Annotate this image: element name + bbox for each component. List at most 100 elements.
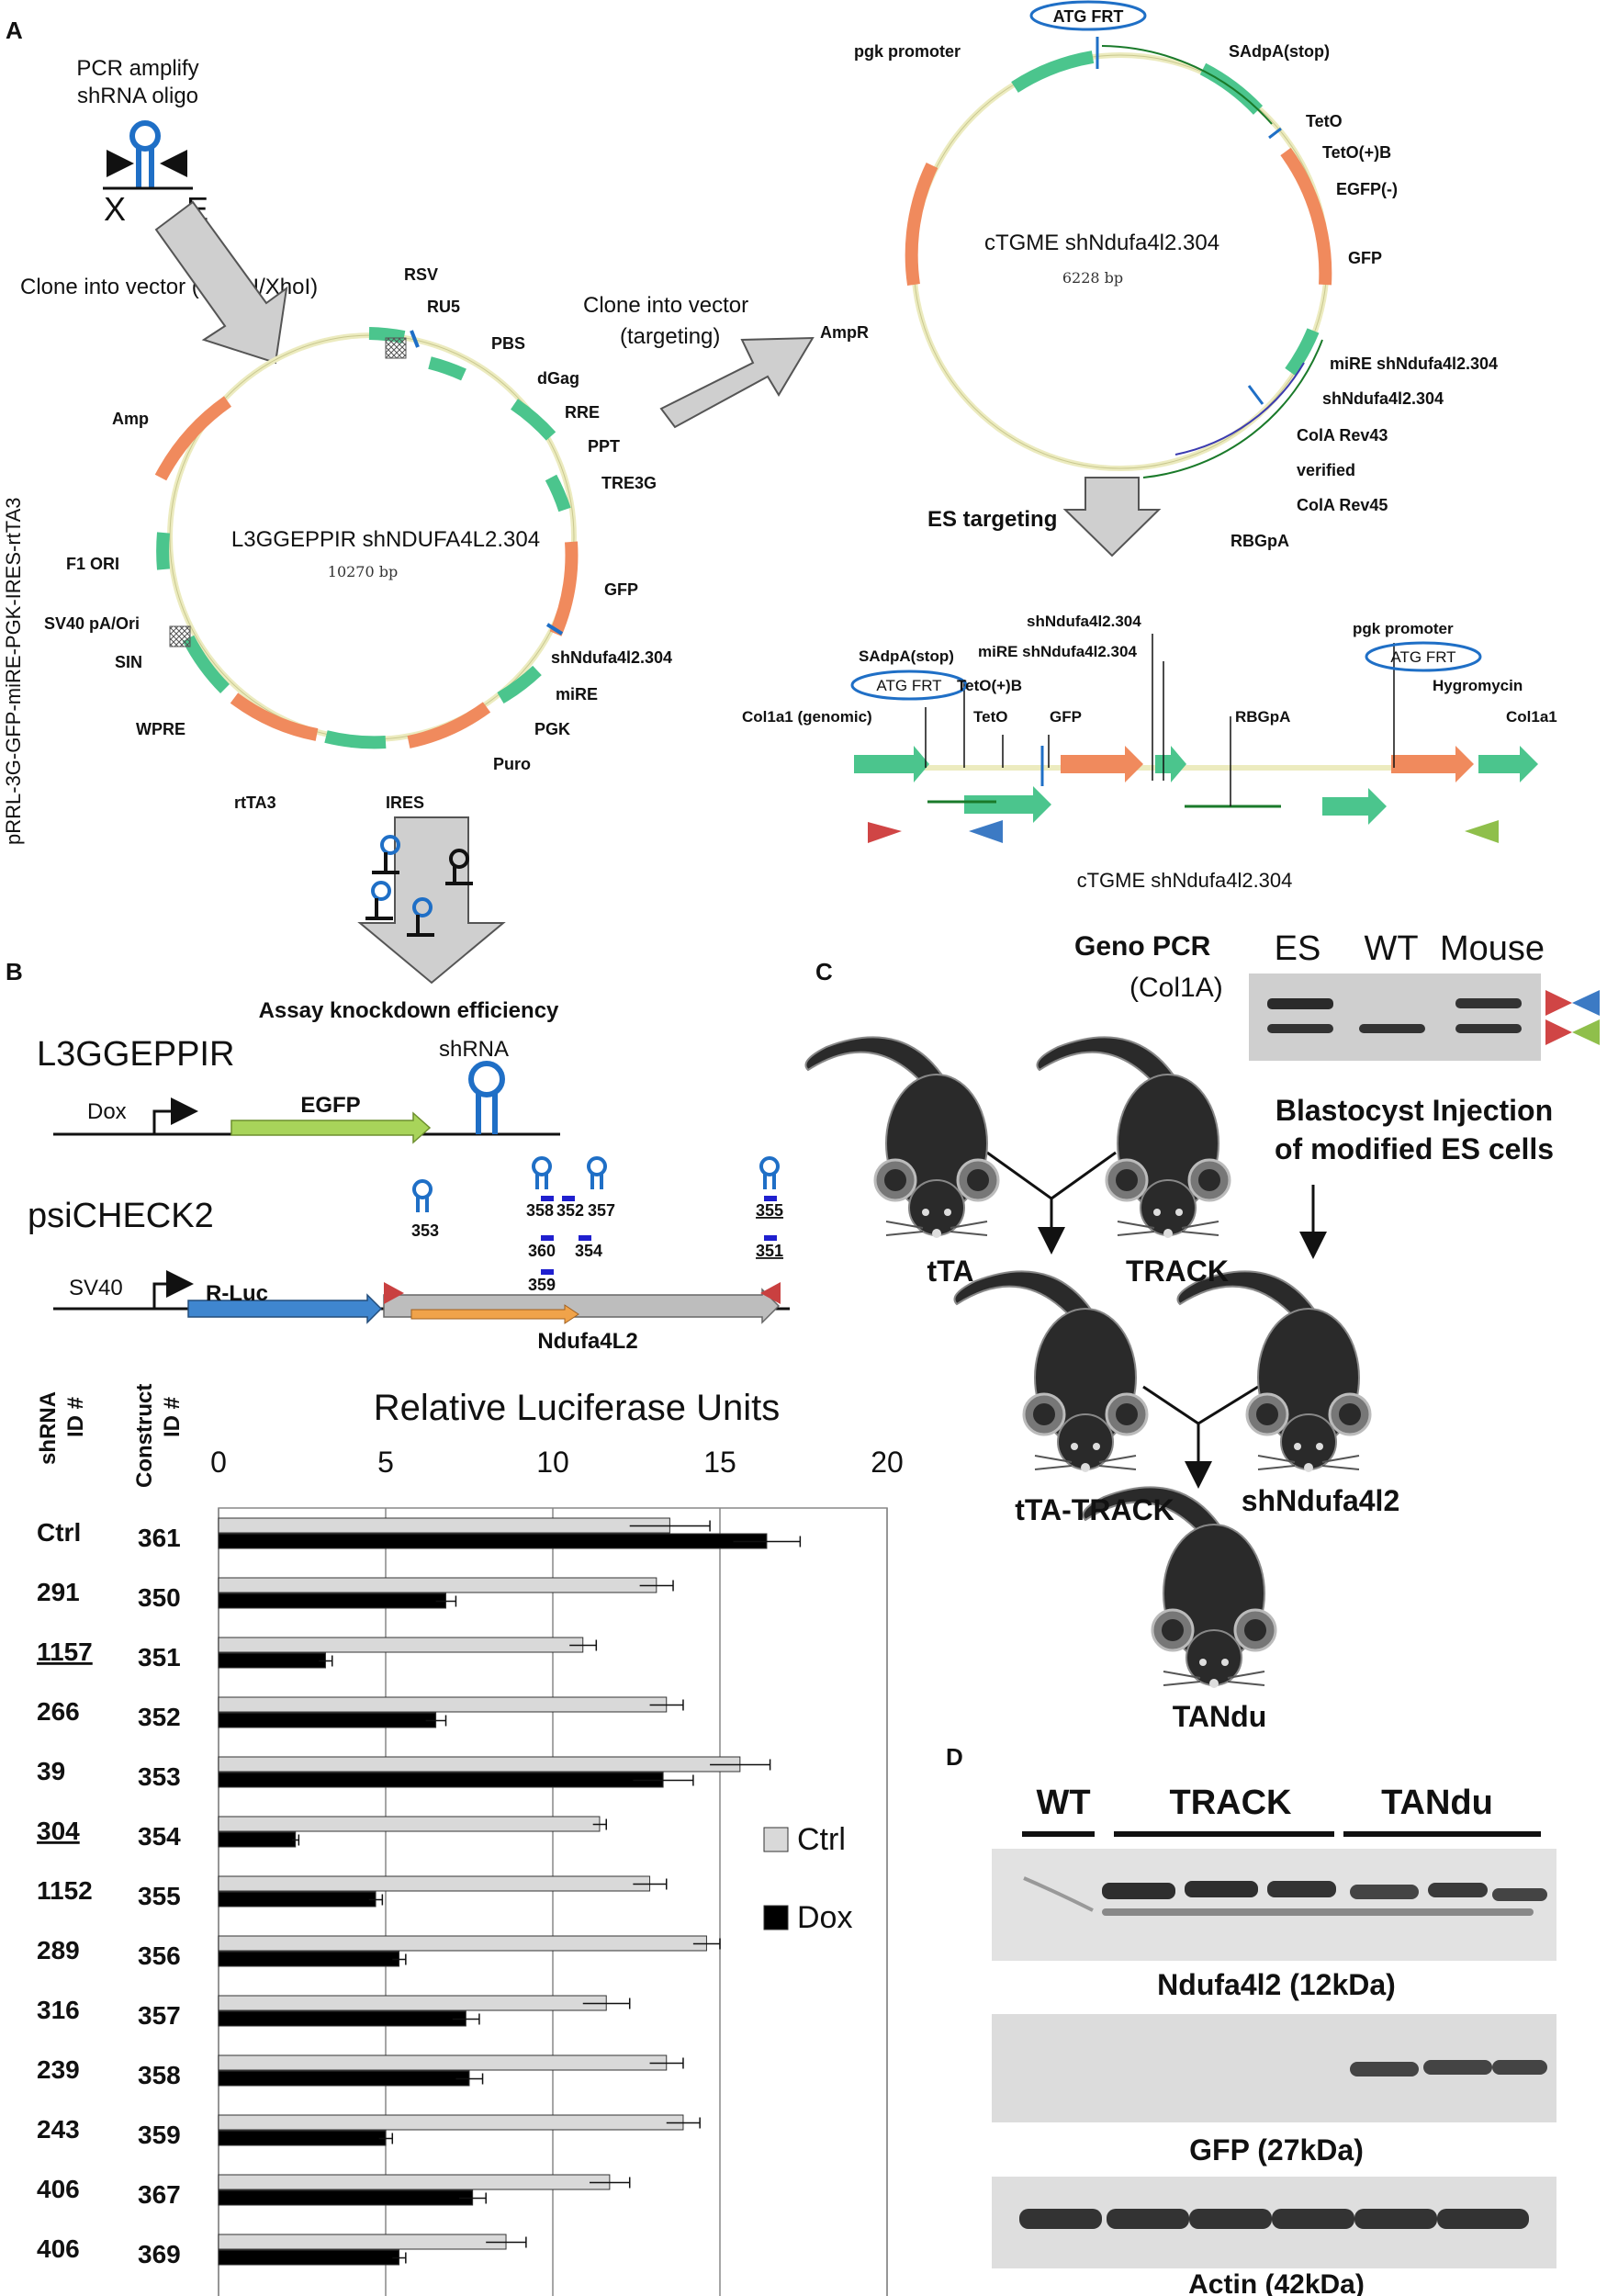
shrna-id: 406	[37, 2175, 80, 2203]
blot-label-gfp: GFP (27kDa)	[1189, 2133, 1364, 2167]
group-wt: WT	[1036, 1784, 1090, 1822]
p1-tre3g: TRE3G	[601, 474, 657, 492]
chart-title: Relative Luciferase Units	[374, 1388, 780, 1428]
legend-swatch-dox	[763, 1905, 789, 1930]
injection-1: Blastocyst Injection	[1275, 1094, 1553, 1127]
blot-actin	[992, 2177, 1556, 2268]
p1-rre: RRE	[565, 403, 600, 422]
clone-label-2a: Clone into vector	[583, 293, 748, 318]
bar-ctrl	[218, 2234, 507, 2250]
blot-label-actin: Actin (42kDa)	[1188, 2269, 1365, 2296]
p1-sin: SIN	[115, 653, 142, 671]
shrna-id: 1152	[37, 1876, 93, 1905]
p1-ires: IRES	[386, 793, 424, 812]
arrow-to-assay-icon	[357, 816, 506, 985]
plasmid2-name: cTGME shNdufa4l2.304	[984, 231, 1219, 255]
p1-rtta3: rtTA3	[234, 793, 276, 812]
header-shrna: shRNA	[36, 1391, 61, 1465]
p1-gfp: GFP	[604, 580, 638, 599]
linear-map	[854, 634, 1538, 843]
construct-id: 350	[138, 1583, 181, 1612]
p2-atg-frt: ATG FRT	[1053, 7, 1124, 26]
lm-rbgpa: RBGpA	[1235, 708, 1290, 726]
p1-ru5: RU5	[427, 298, 460, 316]
atg-frt-badge-3	[1365, 641, 1482, 672]
mouse-icon	[804, 1036, 1000, 1238]
legend-swatch-ctrl	[763, 1827, 789, 1852]
p1-mire: miRE	[556, 685, 598, 703]
construct-id: 361	[138, 1524, 181, 1552]
construct-id: 351	[138, 1643, 181, 1671]
construct-id: 367	[138, 2180, 181, 2209]
pcr-label-2: shRNA oligo	[77, 84, 198, 108]
plasmid1-size: 10270 bp	[328, 563, 398, 580]
bar-ctrl	[218, 2174, 611, 2190]
header-construct: Construct	[132, 1384, 157, 1488]
assay-title: Assay knockdown efficiency	[259, 998, 559, 1023]
x-tick-label: 20	[871, 1446, 904, 1479]
geno-gel	[1249, 974, 1600, 1061]
lm-col1a1-genomic: Col1a1 (genomic)	[742, 708, 872, 726]
panel-d-label: D	[946, 1743, 963, 1771]
breeding-lines	[986, 1151, 1327, 1489]
bar-dox	[218, 1951, 400, 1967]
bar-ctrl	[218, 2114, 684, 2131]
shrna-id: 1157	[37, 1638, 93, 1666]
bar-ctrl	[218, 1517, 670, 1534]
p2-rev43: ColA Rev43	[1297, 426, 1388, 445]
plasmid1-name: L3GGEPPIR shNDUFA4L2.304	[231, 527, 540, 552]
mouse-tta-track: tTA-TRACK	[1015, 1493, 1174, 1526]
p2-egfp: EGFP(-)	[1336, 180, 1398, 198]
p1-puro: Puro	[493, 755, 531, 773]
construct-id: 369	[138, 2240, 181, 2268]
bar-ctrl	[218, 1816, 601, 1832]
p2-tetob: TetO(+)B	[1322, 143, 1391, 162]
construct-id: 358	[138, 2061, 181, 2089]
shrna-id: 316	[37, 1996, 80, 2024]
p1-pgk: PGK	[534, 720, 570, 738]
x-tick-label: 5	[377, 1446, 394, 1479]
geno-pcr-title: Geno PCR	[1074, 931, 1211, 962]
lm-teto: TetO	[973, 708, 1007, 726]
shrna-id: 243	[37, 2115, 80, 2144]
panel-a-label: A	[6, 17, 23, 44]
lane-mouse: Mouse	[1440, 929, 1545, 968]
group-track: TRACK	[1170, 1784, 1293, 1822]
mouse-shndufa4l2: shNdufa4l2	[1242, 1484, 1399, 1517]
vector-vertical-title: pRRL-3G-GFP-miRE-PGK-IRES-rtTA3	[2, 497, 25, 845]
p2-mire: miRE shNdufa4l2.304	[1330, 355, 1498, 373]
legend-label-dox: Dox	[797, 1900, 852, 1935]
p1-shndufa4l2: shNdufa4l2.304	[551, 648, 672, 667]
lm-sh: shNdufa4l2.304	[1027, 613, 1141, 630]
p2-gfp: GFP	[1348, 249, 1382, 267]
plasmid1-map	[154, 327, 579, 749]
bar-dox	[218, 1772, 664, 1788]
p1-sv40: SV40 pA/Ori	[44, 614, 140, 633]
mouse-icon	[1036, 1036, 1231, 1238]
bar-ctrl	[218, 1756, 741, 1773]
bar-dox	[218, 1831, 297, 1848]
bar-ctrl	[218, 1577, 657, 1593]
blot-gfp	[992, 2014, 1556, 2122]
lm-atg-2: ATG FRT	[1390, 648, 1455, 666]
lm-atg-1: ATG FRT	[876, 677, 941, 694]
bar-dox	[218, 2070, 470, 2087]
shrna-id: 289	[37, 1936, 80, 1964]
lm-pgk: pgk promoter	[1353, 620, 1454, 637]
shrna-id: 304	[37, 1817, 80, 1845]
construct2-promoter: SV40	[69, 1276, 123, 1300]
site-355: 355	[756, 1201, 783, 1220]
site-359: 359	[528, 1276, 556, 1294]
panel-b-label: B	[6, 958, 23, 985]
shrna-id: 266	[37, 1697, 80, 1726]
bar-dox	[218, 2130, 387, 2146]
lm-tetob: TetO(+)B	[957, 677, 1022, 694]
atg-frt-badge-2	[850, 670, 968, 701]
header-shrna-id: ID #	[63, 1397, 88, 1437]
p2-sh: shNdufa4l2.304	[1322, 389, 1444, 408]
p2-ampr: AmpR	[820, 323, 869, 342]
shrna-id: 406	[37, 2234, 80, 2263]
construct-id: 356	[138, 1941, 181, 1970]
lane-wt: WT	[1364, 929, 1418, 968]
construct1-name: L3GGEPPIR	[37, 1035, 234, 1074]
